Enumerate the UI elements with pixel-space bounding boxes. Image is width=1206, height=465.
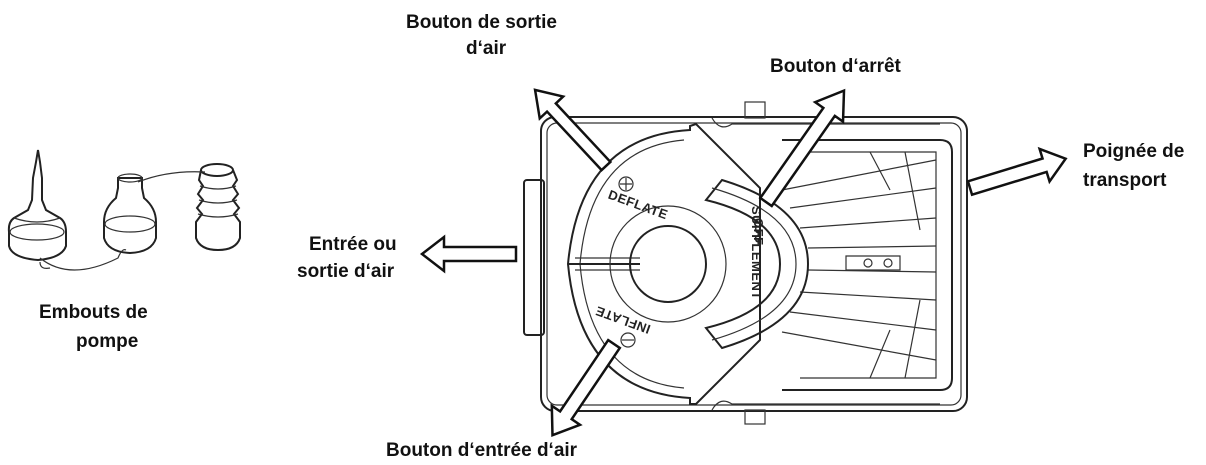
inflate-face-text: INFLATE	[593, 303, 652, 337]
arrow-deflate-button	[533, 88, 613, 172]
arrow-inflate-button	[550, 338, 622, 437]
label-handle-line1: Poignée de	[1083, 141, 1184, 162]
control-dial	[566, 122, 810, 405]
off-face-text: OFF	[751, 218, 766, 246]
arrow-off-button	[758, 88, 846, 208]
label-deflate-button-line2: d‘air	[466, 38, 507, 59]
arrow-carry-handle	[966, 146, 1068, 197]
arrow-air-port	[419, 234, 518, 274]
deflate-symbol-icon	[618, 176, 634, 192]
carry-handle	[781, 139, 953, 391]
inflate-symbol-icon	[620, 332, 636, 348]
label-nozzles-line2: pompe	[76, 331, 138, 352]
nozzle-medium	[103, 173, 157, 255]
nozzle-ridged	[195, 163, 241, 252]
nozzle-pointed	[7, 149, 67, 262]
label-air-port-line2: sortie d‘air	[297, 261, 395, 282]
pump-nozzles-illustration	[7, 149, 241, 271]
deflate-face-text: DEFLATE	[606, 187, 670, 222]
label-inflate-button: Bouton d‘entrée d‘air	[386, 440, 578, 461]
label-off-button: Bouton d‘arrêt	[770, 56, 902, 77]
label-handle-line2: transport	[1083, 170, 1167, 191]
label-air-port-line1: Entrée ou	[309, 234, 397, 255]
label-nozzles-line1: Embouts de	[39, 302, 148, 323]
label-deflate-button-line1: Bouton de sortie	[406, 12, 557, 33]
supplement-face-text: SUPPLEMENT	[749, 206, 764, 300]
